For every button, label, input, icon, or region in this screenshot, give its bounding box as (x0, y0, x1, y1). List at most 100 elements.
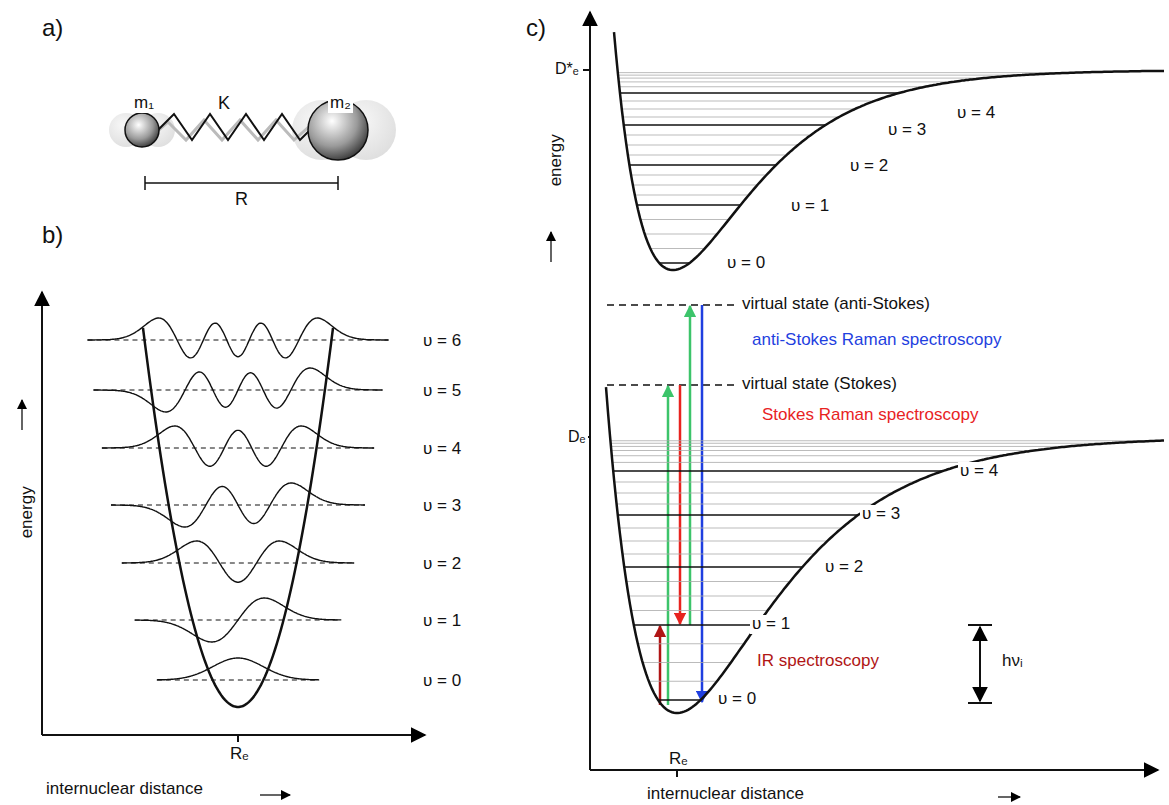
vibrational-level (620, 92, 899, 94)
label: virtual state (anti-Stokes) (740, 295, 932, 314)
fine-level (611, 450, 1034, 451)
fine-level (640, 219, 728, 220)
energy-level (102, 448, 374, 449)
label: υ = 2 (421, 555, 463, 574)
label: anti-Stokes Raman spectroscopy (750, 331, 1003, 350)
fine-level (625, 135, 811, 136)
fine-level (628, 155, 787, 156)
fine-level (626, 145, 798, 146)
label: Stokes Raman spectroscopy (760, 406, 980, 425)
label: υ = 4 (958, 462, 1000, 481)
label: R (233, 190, 250, 210)
wavefunction (135, 598, 342, 642)
fine-level (617, 504, 875, 505)
fine-level (622, 554, 814, 555)
label: internuclear distance (645, 785, 806, 804)
fine-level (622, 109, 855, 110)
fine-level (612, 462, 971, 463)
label: υ = 4 (955, 104, 997, 123)
vibrational-level (634, 624, 757, 626)
label: a) (40, 15, 65, 41)
vibrational-level (658, 699, 701, 701)
label: Dₑ (566, 428, 588, 446)
harmonic-potential (143, 328, 333, 707)
label: υ = 1 (750, 615, 792, 634)
label: m₂ (328, 94, 353, 113)
fine-level (635, 195, 749, 196)
fine-level (650, 248, 704, 249)
axes-b (22, 292, 425, 795)
vibrational-level (624, 124, 826, 126)
label: υ = 3 (421, 497, 463, 516)
fine-level (612, 455, 1002, 456)
vibrational-level (624, 566, 802, 568)
potential-curves (87, 32, 1164, 713)
fine-level (614, 482, 914, 483)
vibrational-level (613, 470, 943, 472)
wavefunction (88, 318, 389, 358)
fine-level (626, 581, 790, 582)
fine-level (643, 662, 731, 663)
label: internuclear distance (44, 780, 205, 799)
label: υ = 1 (789, 197, 831, 216)
fine-level (618, 78, 984, 79)
label: Rₑ (228, 745, 251, 764)
fine-level (645, 234, 717, 235)
wavefunction (102, 426, 374, 466)
label: Rₑ (667, 750, 690, 769)
fine-level (618, 75, 1021, 76)
label: K (216, 94, 232, 114)
label: D*ₑ (553, 60, 581, 78)
fine-level (633, 185, 758, 186)
label: υ = 1 (421, 612, 463, 631)
fine-level (631, 175, 766, 176)
wavefunction (122, 541, 354, 582)
label: υ = 3 (860, 505, 902, 524)
vibrational-level (659, 262, 689, 264)
label: IR spectroscopy (755, 652, 881, 671)
spring-model (109, 100, 396, 190)
energy-gap-bracket (968, 625, 992, 703)
vibrational-level (637, 204, 741, 206)
morse-potential (614, 32, 1164, 270)
label: hνᵢ (1000, 652, 1025, 671)
label: υ = 0 (421, 672, 463, 691)
label: υ = 5 (421, 382, 463, 401)
vibrational-level (618, 514, 858, 516)
fine-level (611, 443, 1109, 444)
label: υ = 2 (823, 558, 865, 577)
label: b) (40, 222, 65, 248)
fine-level (623, 117, 839, 118)
fine-level (618, 72, 1075, 73)
label: virtual state (Stokes) (740, 375, 899, 394)
label: c) (524, 15, 548, 41)
label: υ = 6 (421, 332, 463, 351)
fine-level (610, 440, 1158, 441)
label: m₁ (132, 94, 156, 113)
fine-level (638, 643, 744, 644)
fine-level (629, 596, 779, 597)
energy-level (157, 680, 319, 681)
virtual-state-lines (607, 305, 735, 385)
transition-arrows (660, 305, 702, 705)
energy-level (87, 340, 388, 341)
fine-level (621, 541, 828, 542)
wavefunction (94, 368, 383, 412)
morse-potential (606, 387, 1164, 713)
label: υ = 4 (421, 440, 463, 459)
fine-level (619, 528, 842, 529)
fine-level (611, 446, 1069, 447)
label: υ = 3 (886, 121, 928, 140)
label: energy (18, 484, 37, 540)
axes-c (551, 12, 1158, 797)
label: υ = 0 (725, 254, 767, 273)
fine-level (619, 81, 953, 82)
fine-level (649, 681, 717, 682)
label: υ = 2 (848, 157, 890, 176)
vibrational-level (629, 164, 776, 166)
wavefunction (157, 658, 319, 680)
fine-level (619, 86, 925, 87)
fine-level (621, 101, 874, 102)
fine-level (631, 610, 768, 611)
